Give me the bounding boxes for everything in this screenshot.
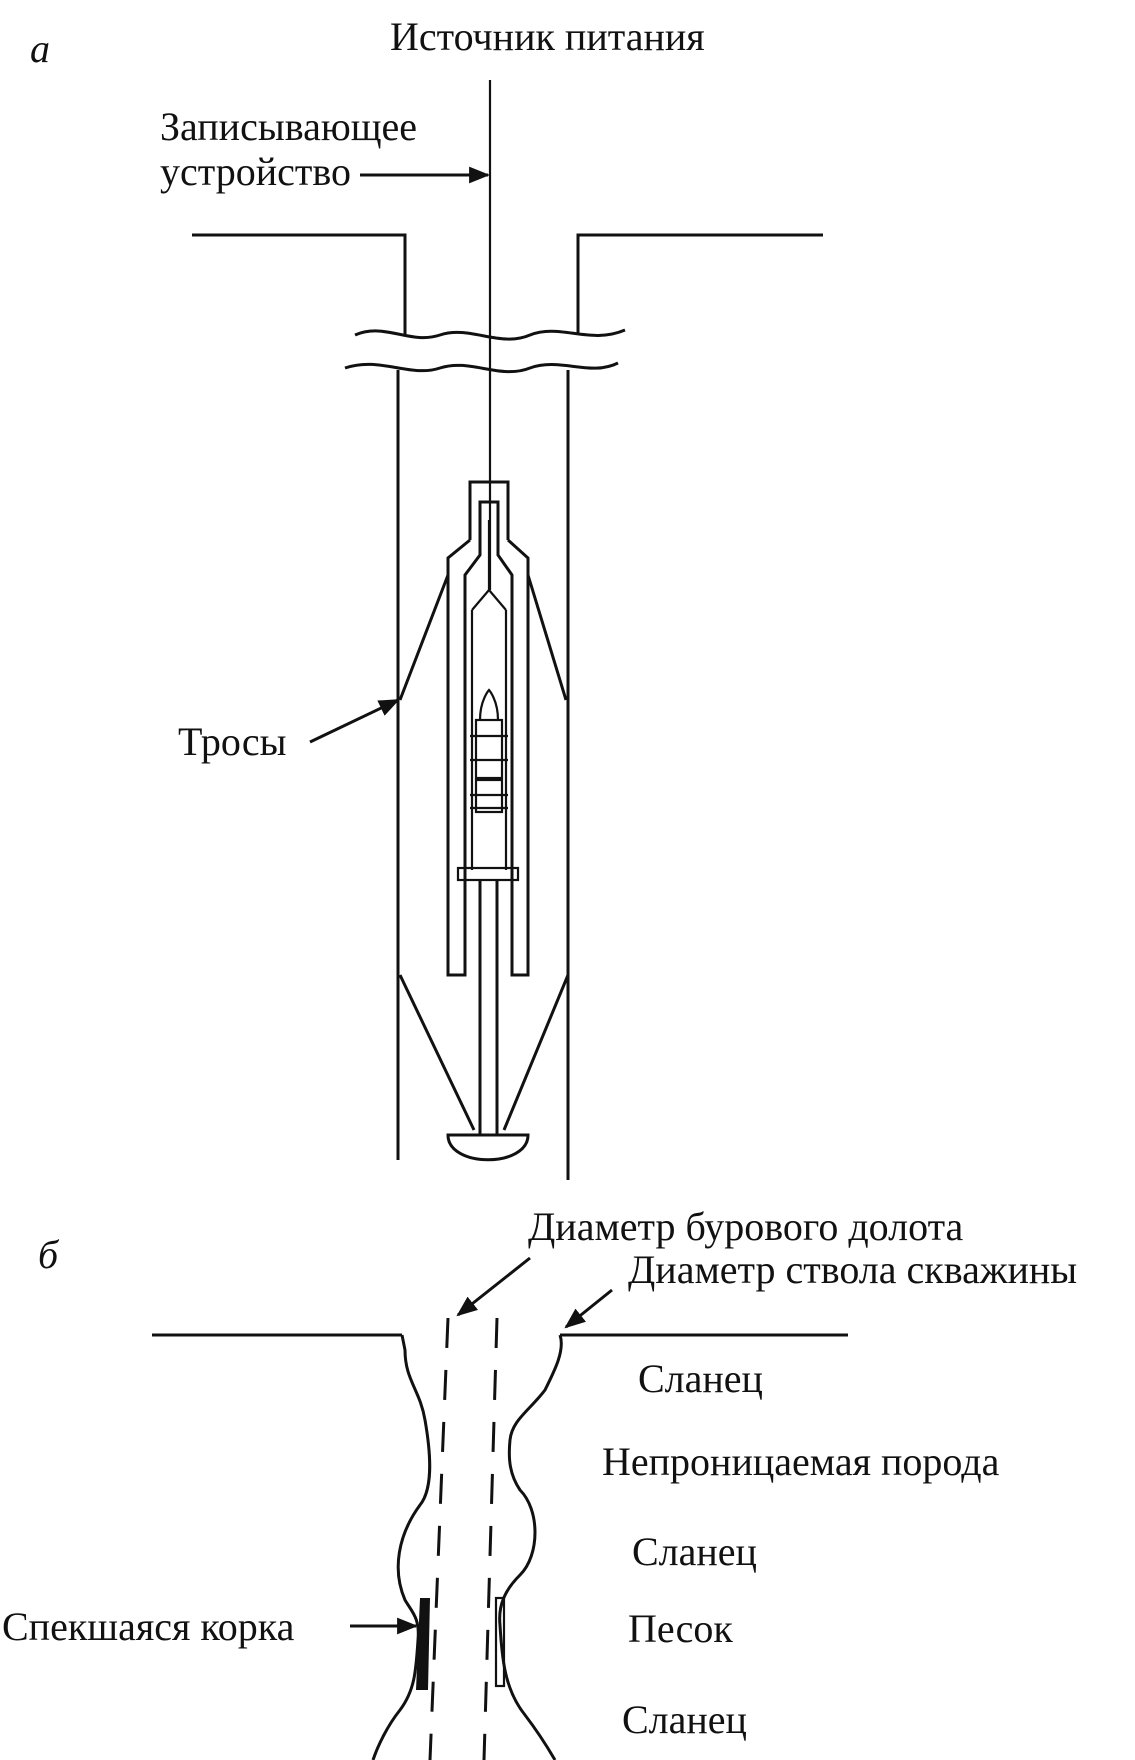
panel-b: б Диаметр бурового долота Диаметр ствола… bbox=[2, 1204, 1077, 1760]
layer-label-sand: Песок bbox=[628, 1606, 733, 1651]
bit-diameter-line-left bbox=[428, 1317, 450, 1760]
centralizer-cables bbox=[398, 574, 570, 1131]
logging-tool bbox=[446, 480, 530, 1162]
cables-label: Тросы bbox=[178, 719, 287, 764]
mudcake-left bbox=[416, 1598, 430, 1690]
hole-diameter-label: Диаметр ствола скважины bbox=[628, 1247, 1077, 1292]
ground-surface-right bbox=[576, 233, 823, 335]
borehole-wall-left-b bbox=[371, 1334, 432, 1760]
layer-label-impermeable: Непроницаемая порода bbox=[602, 1439, 1000, 1484]
panel-a: а Источник питания Записывающее устройст… bbox=[30, 14, 823, 1180]
mudcake-right bbox=[494, 1596, 506, 1688]
recorder-label-line1: Записывающее bbox=[160, 104, 417, 149]
recorder-label-line2: устройство bbox=[160, 149, 351, 194]
bit-diameter-label: Диаметр бурового долота bbox=[528, 1204, 964, 1249]
bit-diameter-arrow bbox=[456, 1256, 531, 1317]
bit-diameter-line-right bbox=[482, 1317, 499, 1760]
ground-surface-left bbox=[192, 233, 407, 335]
power-source-label: Источник питания bbox=[390, 14, 705, 59]
panel-a-letter: а bbox=[30, 26, 50, 71]
layer-label-shale-3: Сланец bbox=[622, 1697, 747, 1742]
layer-label-shale-1: Сланец bbox=[638, 1356, 763, 1401]
panel-b-letter: б bbox=[38, 1232, 60, 1277]
mudcake-label: Спекшаяся корка bbox=[2, 1604, 295, 1649]
hole-diameter-arrow bbox=[564, 1288, 613, 1329]
depth-break-lower bbox=[344, 361, 619, 374]
cables-arrow bbox=[309, 698, 400, 744]
depth-break-upper bbox=[354, 328, 626, 341]
layer-label-shale-2: Сланец bbox=[632, 1529, 757, 1574]
borehole-wall-right-b bbox=[498, 1334, 563, 1760]
